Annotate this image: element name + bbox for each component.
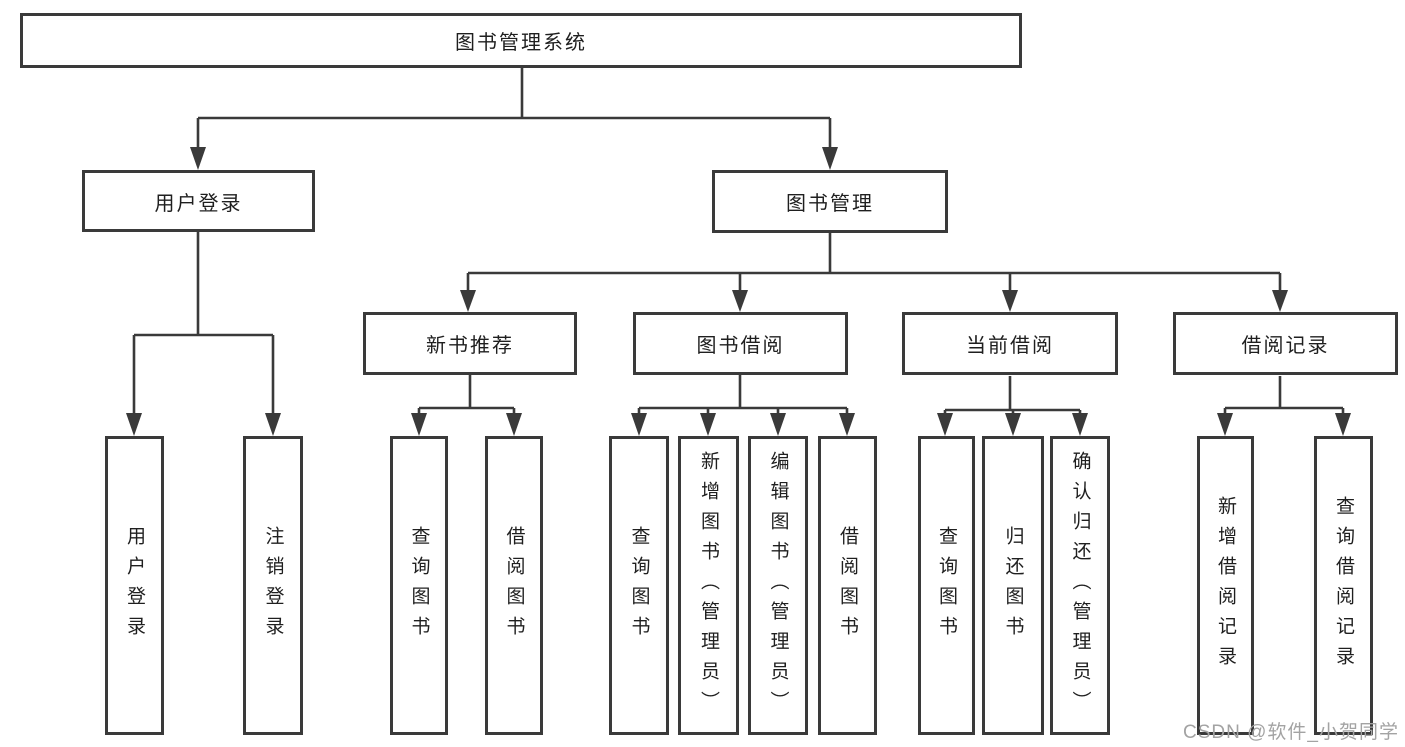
- leaf-query-book-3: 查询图书: [918, 436, 975, 735]
- connector-bookborrow-to-leaves: [637, 375, 849, 414]
- leaf-label: 查询图书: [628, 525, 650, 646]
- node-borrow-record: 借阅记录: [1173, 312, 1398, 375]
- leaf-add-book-admin: 新增图书（管理员）: [678, 436, 739, 735]
- leaf-label: 确认归还（管理员）: [1069, 450, 1091, 721]
- leaf-label: 借阅图书: [837, 525, 858, 646]
- leaf-label: 查询图书: [408, 525, 430, 646]
- connector-root-to-level2: [196, 68, 832, 150]
- leaf-borrow-book-2: 借阅图书: [818, 436, 877, 735]
- node-book-borrow: 图书借阅: [633, 312, 848, 375]
- leaf-query-book-2: 查询图书: [609, 436, 669, 735]
- node-label: 用户登录: [154, 192, 243, 215]
- node-label: 借阅记录: [1241, 335, 1330, 357]
- leaf-return-book: 归还图书: [982, 436, 1044, 735]
- leaf-add-borrow-record: 新增借阅记录: [1197, 436, 1254, 735]
- csdn-watermark: CSDN @软件_小贺同学: [1183, 722, 1399, 743]
- connector-newbook-to-leaves: [417, 375, 516, 414]
- connector-userlogin-to-leaves: [132, 232, 275, 414]
- node-book-management: 图书管理: [712, 170, 948, 233]
- node-user-login: 用户登录: [82, 170, 315, 232]
- leaf-borrow-book-1: 借阅图书: [485, 436, 543, 735]
- node-new-book-recommend: 新书推荐: [363, 312, 577, 375]
- leaf-confirm-return-admin: 确认归还（管理员）: [1050, 436, 1110, 735]
- leaf-label: 新增图书（管理员）: [698, 450, 719, 721]
- node-label: 图书管理: [786, 193, 874, 215]
- arrowheads: [126, 147, 1351, 436]
- leaf-query-borrow-record: 查询借阅记录: [1314, 436, 1373, 735]
- node-label: 图书借阅: [696, 335, 785, 357]
- connector-bookmgmt-to-level3: [466, 233, 1282, 292]
- leaf-label: 用户登录: [124, 525, 145, 646]
- node-label: 当前借阅: [966, 335, 1054, 357]
- leaf-label: 新增借阅记录: [1215, 495, 1236, 676]
- leaf-edit-book-admin: 编辑图书（管理员）: [748, 436, 808, 735]
- leaf-label: 查询借阅记录: [1333, 495, 1354, 676]
- leaf-label: 编辑图书（管理员）: [767, 450, 789, 721]
- connector-currentborrow-to-leaves: [943, 376, 1082, 414]
- node-current-borrow: 当前借阅: [902, 312, 1118, 375]
- node-label: 图书管理系统: [455, 32, 587, 54]
- leaf-query-book-1: 查询图书: [390, 436, 448, 735]
- connector-borrowrecord-to-leaves: [1223, 376, 1345, 414]
- leaf-label: 注销登录: [262, 525, 284, 646]
- node-system-root: 图书管理系统: [20, 13, 1022, 68]
- leaf-label: 归还图书: [1002, 525, 1024, 646]
- leaf-user-login: 用户登录: [105, 436, 164, 735]
- leaf-label: 借阅图书: [503, 525, 525, 646]
- leaf-label: 查询图书: [936, 525, 957, 646]
- leaf-logout: 注销登录: [243, 436, 303, 735]
- node-label: 新书推荐: [426, 335, 514, 357]
